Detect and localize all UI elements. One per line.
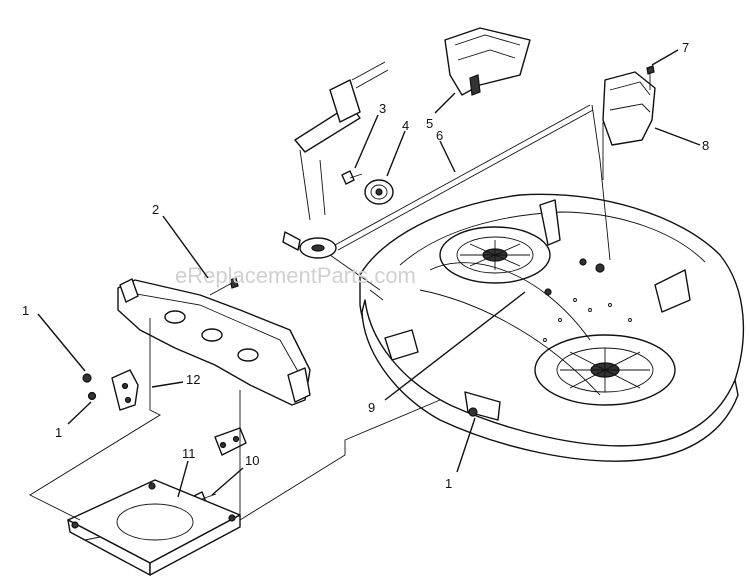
part-2-hanger-bracket [117, 277, 311, 406]
part-4-pulley [364, 179, 394, 205]
callout-6: 6 [436, 128, 443, 143]
part-5-belt-guard [444, 27, 531, 96]
callout-2: 2 [152, 202, 159, 217]
idler-pulley [282, 231, 384, 301]
callouts: 1 1 1 2 3 4 5 6 7 8 9 10 11 12 [22, 40, 709, 491]
part-6-belt [334, 104, 594, 251]
callout-12: 12 [186, 372, 200, 387]
callout-4: 4 [402, 118, 409, 133]
callout-1-top: 1 [22, 303, 29, 318]
part-11-plate [67, 479, 241, 576]
part-12-bracket [111, 369, 139, 411]
callout-3: 3 [379, 101, 386, 116]
callout-10: 10 [245, 453, 259, 468]
mower-deck [359, 193, 745, 462]
part-1-hardware [82, 373, 478, 417]
callout-11: 11 [182, 446, 196, 461]
leader-lines [37, 49, 701, 498]
small-bracket [214, 427, 247, 456]
part-7-screw [646, 65, 655, 90]
callout-5: 5 [426, 116, 433, 131]
idler-bracket [294, 61, 389, 221]
callout-1-deck: 1 [445, 476, 452, 491]
callout-7: 7 [682, 40, 689, 55]
callout-8: 8 [702, 138, 709, 153]
watermark-text: eReplacementParts.com [175, 263, 416, 288]
part-3-bolt [341, 170, 363, 185]
part-8-belt-guard [602, 71, 656, 146]
callout-9: 9 [368, 400, 375, 415]
callout-1-left: 1 [55, 425, 62, 440]
assembly-lines [29, 104, 611, 521]
